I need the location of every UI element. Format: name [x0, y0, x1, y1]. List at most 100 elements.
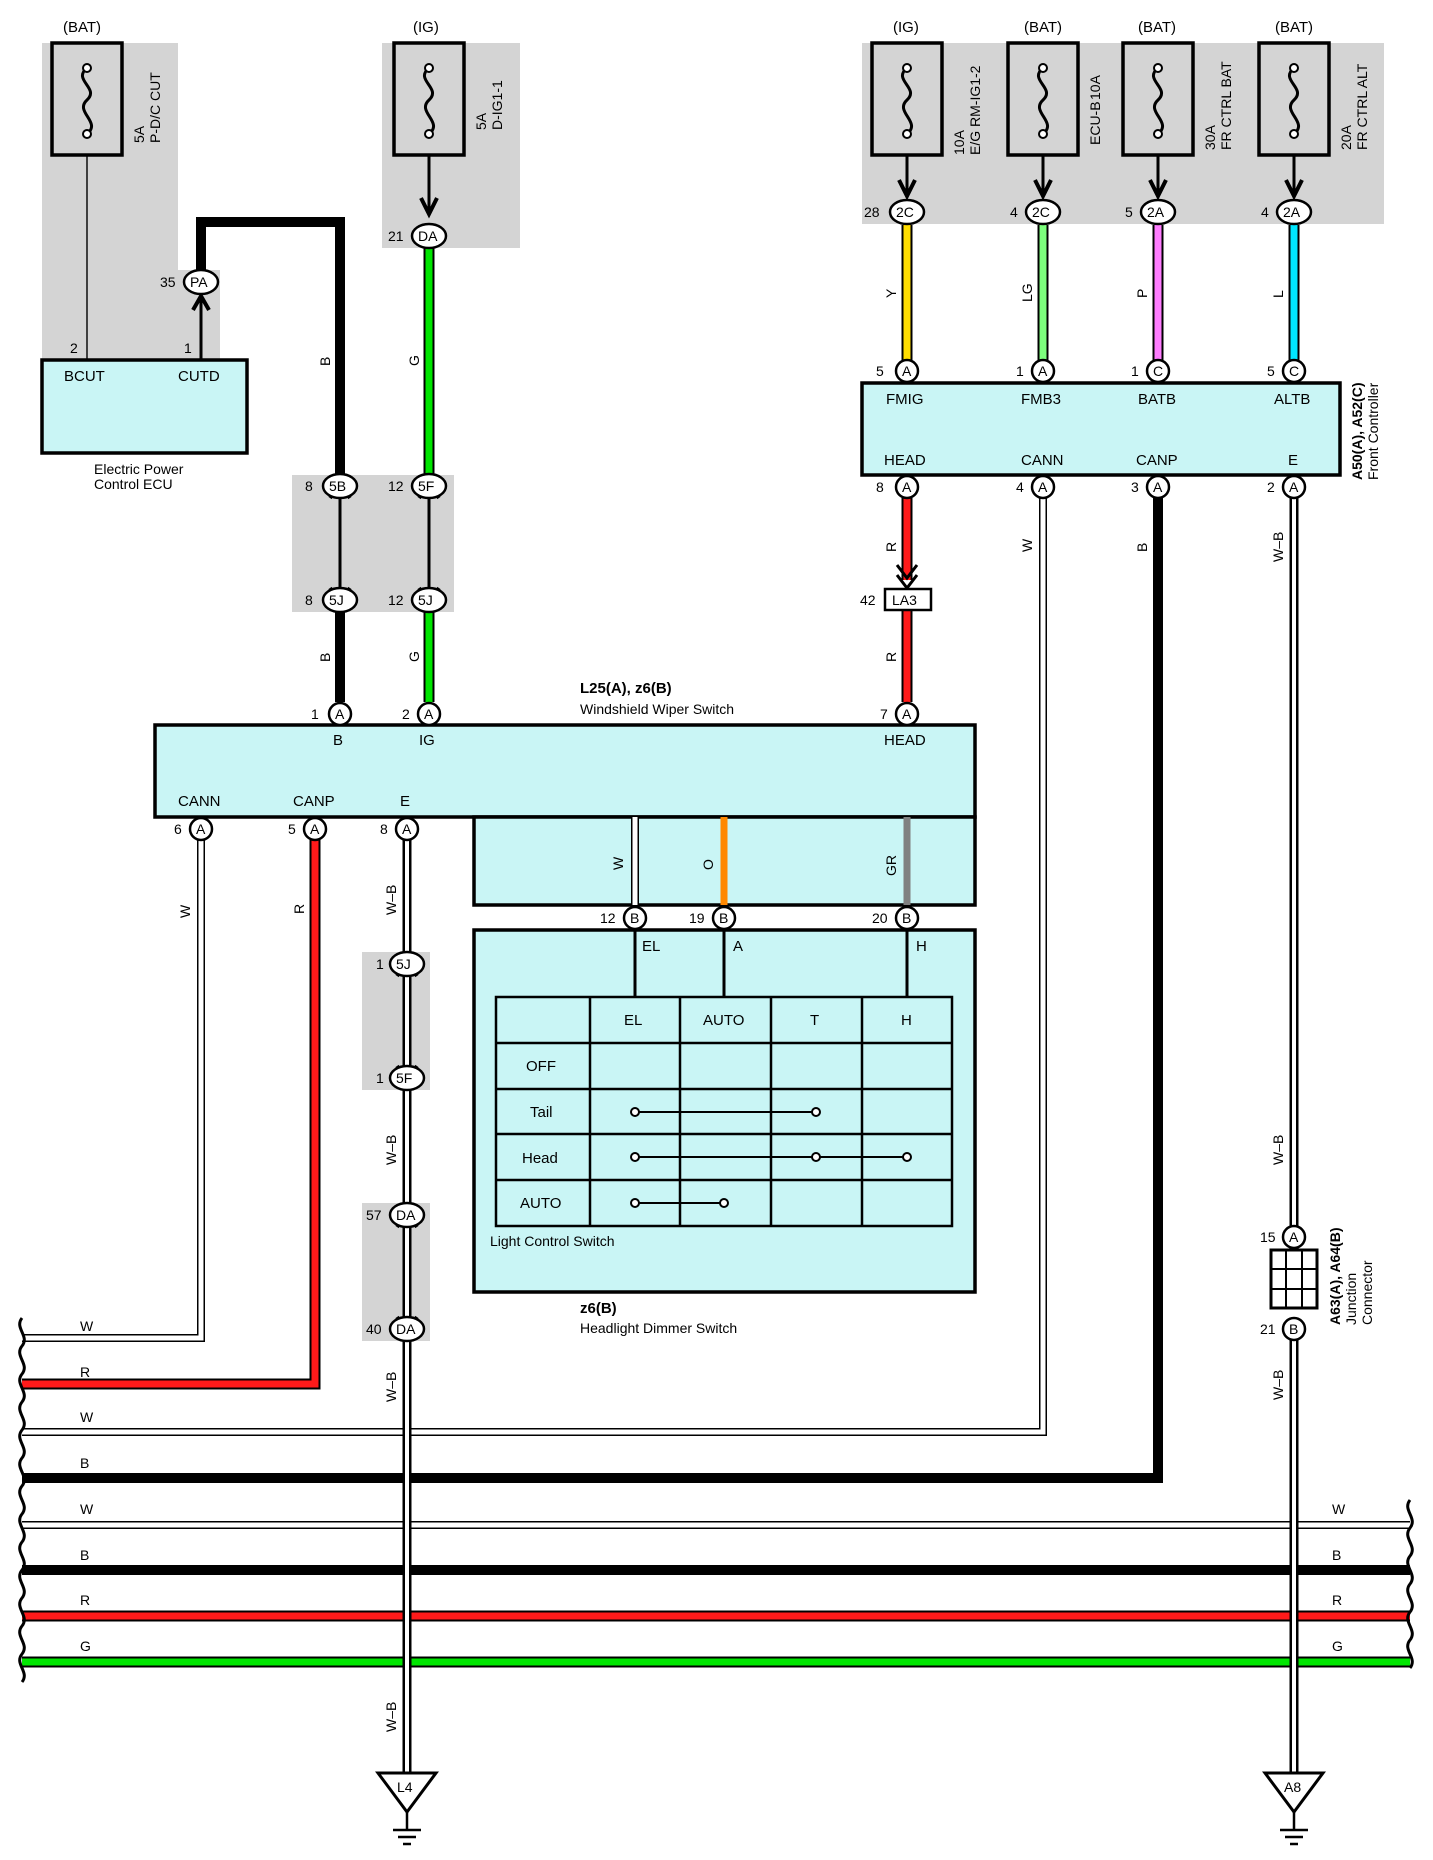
pin-label: CANP	[293, 793, 335, 810]
connector-id: 5F	[396, 1070, 412, 1086]
headlight-dimmer-switch: EL A H EL AUTO T H OFF Tail Head AUTO Li…	[472, 928, 977, 1336]
fuse-supply-label: (BAT)	[1138, 19, 1176, 36]
wire-label: W–B	[383, 1702, 399, 1732]
connector-id: LA3	[892, 592, 917, 608]
connector-id: DA	[418, 228, 438, 244]
connector-id: A	[402, 821, 412, 837]
wire-label: L	[1270, 290, 1286, 298]
connector-pin-number: 5	[288, 821, 296, 837]
wire-label: G	[1332, 1638, 1343, 1654]
component-name: Connector	[1359, 1260, 1375, 1325]
pin-label: HEAD	[884, 452, 926, 469]
connector-id: DA	[396, 1321, 416, 1337]
connector-pin-number: 3	[1131, 479, 1139, 495]
component-name: Headlight Dimmer Switch	[580, 1320, 737, 1336]
connector-id: A	[1289, 479, 1299, 495]
connector-id: A	[1289, 1229, 1299, 1245]
table-row-label: OFF	[526, 1058, 556, 1075]
table-header: EL	[624, 1012, 642, 1029]
connector-id: 5F	[418, 478, 434, 494]
connector-id: A	[310, 821, 320, 837]
connector-pin-number: 1	[376, 1070, 384, 1086]
pin-label: E	[1288, 452, 1298, 469]
terminal-label: EL	[642, 938, 660, 955]
component-code: L25(A), z6(B)	[580, 680, 672, 697]
wire-label: W	[80, 1318, 94, 1334]
connector-pin-number: 42	[860, 592, 876, 608]
connector-pin-number: 8	[305, 478, 313, 494]
component-code: z6(B)	[580, 1300, 617, 1317]
connector-id: 5J	[418, 592, 433, 608]
connector-pin-number: 15	[1260, 1229, 1276, 1245]
wire-label: B	[1332, 1547, 1341, 1563]
connector-pin-number: 21	[388, 228, 404, 244]
terminal-label: H	[916, 938, 927, 955]
wire-label: R	[883, 652, 899, 662]
wire-label: R	[883, 542, 899, 552]
fuse-p-dc-cut: (BAT) 5A P-D/C CUT	[50, 19, 163, 157]
component-name: Windshield Wiper Switch	[580, 701, 734, 717]
wire-label: O	[700, 859, 716, 870]
wire-label: B	[317, 653, 333, 662]
fuse-rating: 30A	[1202, 124, 1218, 150]
connector-id: 5J	[396, 956, 411, 972]
connector-pin-number: 7	[880, 706, 888, 722]
table-header: T	[810, 1012, 819, 1029]
right-break-line	[1406, 1499, 1414, 1669]
junction-connector: A63(A), A64(B) Junction Connector	[1269, 1228, 1375, 1326]
connector-id: A	[1038, 479, 1048, 495]
wire-label: W	[1332, 1501, 1346, 1517]
pin-label: BATB	[1138, 391, 1176, 408]
connector-id: 2A	[1283, 204, 1301, 220]
connector-pin-number: 6	[174, 821, 182, 837]
table-row-label: Head	[522, 1150, 558, 1167]
fuse-ecu-b: (BAT) 10A ECU-B	[1006, 19, 1103, 157]
fuse-supply-label: (BAT)	[63, 19, 101, 36]
connector-pin-number: 1	[376, 956, 384, 972]
wire-label: GR	[883, 855, 899, 876]
wire-label: B	[80, 1547, 89, 1563]
table-header: H	[901, 1012, 912, 1029]
connector-id: 2C	[1032, 204, 1050, 220]
connector-pin-number: 35	[160, 274, 176, 290]
wire-label: W	[1019, 538, 1035, 552]
terminal-label: A	[733, 938, 743, 955]
wire-label: R	[291, 904, 307, 914]
fuse-rating: 5A	[131, 125, 147, 143]
component-code: A63(A), A64(B)	[1327, 1228, 1343, 1326]
component-code: A50(A), A52(C)	[1349, 383, 1365, 481]
fuse-name: P-D/C CUT	[147, 72, 163, 143]
wire-label: LG	[1019, 283, 1035, 302]
connector-pin-number: 12	[600, 910, 616, 926]
connector-pin-number: 4	[1261, 204, 1269, 220]
wire-label: W	[177, 904, 193, 918]
table-header: AUTO	[703, 1012, 744, 1029]
fuse-name: FR CTRL ALT	[1354, 63, 1370, 150]
table-row-label: AUTO	[520, 1195, 561, 1212]
fuse-block-ig-shade	[382, 43, 520, 248]
component-name: Control ECU	[94, 476, 173, 492]
pin-label: HEAD	[884, 732, 926, 749]
fuse-name: E/G RM-IG1-2	[967, 65, 983, 155]
connector-pin-number: 1	[311, 706, 319, 722]
fuse-name: FR CTRL BAT	[1218, 61, 1234, 150]
wire-label: G	[80, 1638, 91, 1654]
wire-label: R	[80, 1364, 90, 1380]
connector-pin-number: 4	[1016, 479, 1024, 495]
connector-pin-number: 8	[876, 479, 884, 495]
connector-id: DA	[396, 1207, 416, 1223]
connector-id: A	[424, 706, 434, 722]
ground-label: A8	[1284, 1779, 1301, 1795]
connector-id: C	[1153, 363, 1163, 379]
windshield-wiper-switch: L25(A), z6(B) Windshield Wiper Switch B …	[153, 680, 977, 819]
component-name: Junction	[1343, 1273, 1359, 1325]
pin-label: B	[333, 732, 343, 749]
connector-id: PA	[190, 274, 208, 290]
wire-label: W–B	[383, 885, 399, 915]
connector-id: 5J	[329, 592, 344, 608]
connector-id: 2A	[1147, 204, 1165, 220]
wire-label: W	[610, 856, 626, 870]
ground-a8: A8	[1262, 1771, 1326, 1846]
fuse-fr-ctrl-bat: (BAT) 30A FR CTRL BAT	[1121, 19, 1234, 157]
fuse-supply-label: (BAT)	[1024, 19, 1062, 36]
